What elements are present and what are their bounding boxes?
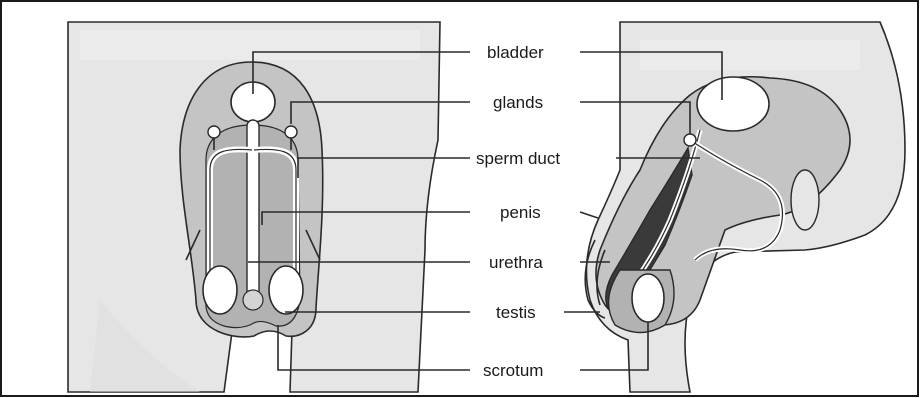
front-testis-left	[203, 266, 237, 314]
label-scrotum: scrotum	[483, 361, 543, 380]
front-testis-right	[269, 266, 303, 314]
label-sperm-duct: sperm duct	[476, 149, 560, 168]
front-view	[68, 22, 440, 392]
front-gland-left	[208, 126, 220, 138]
label-penis: penis	[500, 203, 541, 222]
label-urethra: urethra	[489, 253, 543, 272]
label-testis: testis	[496, 303, 536, 322]
label-glands: glands	[493, 93, 543, 112]
front-gland-right	[285, 126, 297, 138]
label-bladder: bladder	[487, 43, 544, 62]
side-bladder	[697, 77, 769, 131]
side-testis	[632, 274, 664, 322]
side-gland	[684, 134, 696, 146]
